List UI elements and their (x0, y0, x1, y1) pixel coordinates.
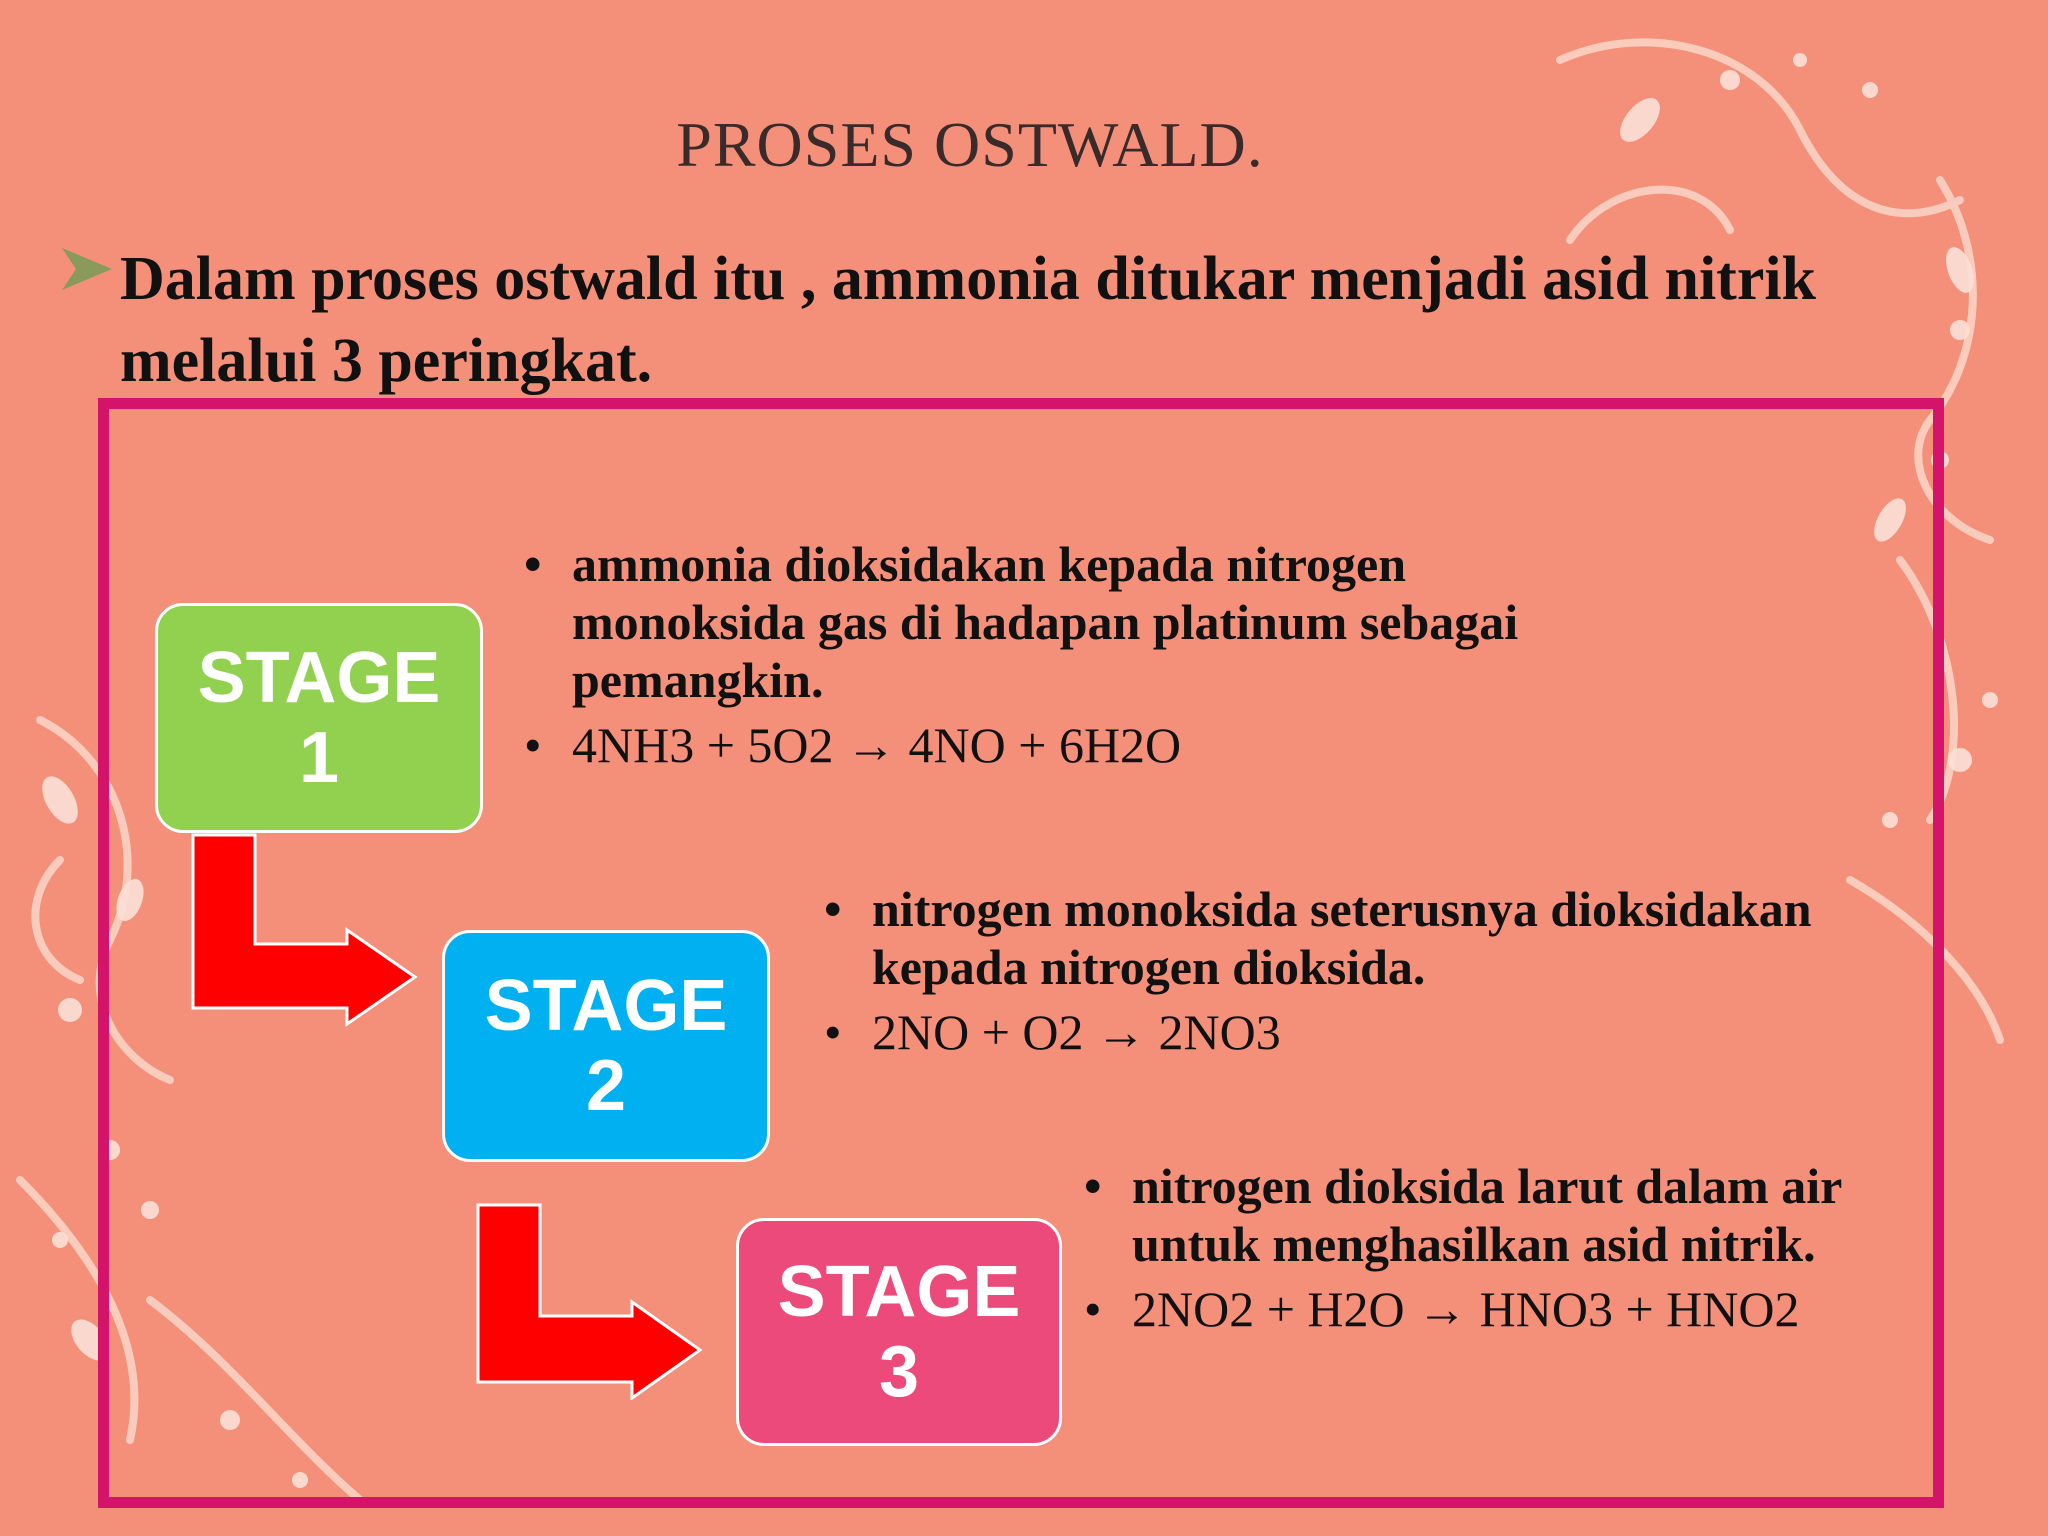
stage-3-description: nitrogen dioksida larut dalam air untuk … (1080, 1157, 1960, 1273)
stage-1-description: ammonia dioksidakan kepada nitrogen mono… (520, 535, 1520, 709)
stage-2-box: STAGE 2 (442, 930, 770, 1162)
intro-text: Dalam proses ostwald itu , ammonia dituk… (120, 245, 1817, 395)
stage-3-label: STAGE (777, 1252, 1021, 1332)
slide-title: PROSES OSTWALD. (676, 109, 1264, 180)
bullet-arrow-icon (62, 248, 112, 290)
stage-2-details: nitrogen monoksida seterusnya dioksidaka… (820, 880, 1920, 1062)
stage-2-label: STAGE (484, 966, 728, 1046)
stage-1-equation: 4NH3 + 5O2 → 4NO + 6H2O (520, 715, 1520, 775)
flow-arrow-1-to-2 (191, 833, 418, 1027)
stage-1-box: STAGE 1 (155, 603, 483, 833)
stage-2-equation: 2NO + O2 → 2NO3 (820, 1002, 1920, 1062)
stage-3-equation: 2NO2 + H2O → HNO3 + HNO2 (1080, 1279, 1960, 1339)
stage-2-description: nitrogen monoksida seterusnya dioksidaka… (820, 880, 1920, 996)
stage-3-details: nitrogen dioksida larut dalam air untuk … (1080, 1157, 1960, 1339)
stage-1-details: ammonia dioksidakan kepada nitrogen mono… (520, 535, 1520, 775)
flow-arrow-2-to-3 (476, 1203, 703, 1400)
stage-3-number: 3 (878, 1332, 920, 1412)
diagram-frame (98, 398, 1944, 1508)
stage-2-number: 2 (585, 1046, 627, 1126)
stage-1-number: 1 (298, 718, 340, 798)
stage-3-box: STAGE 3 (736, 1218, 1062, 1446)
stage-1-label: STAGE (197, 638, 441, 718)
